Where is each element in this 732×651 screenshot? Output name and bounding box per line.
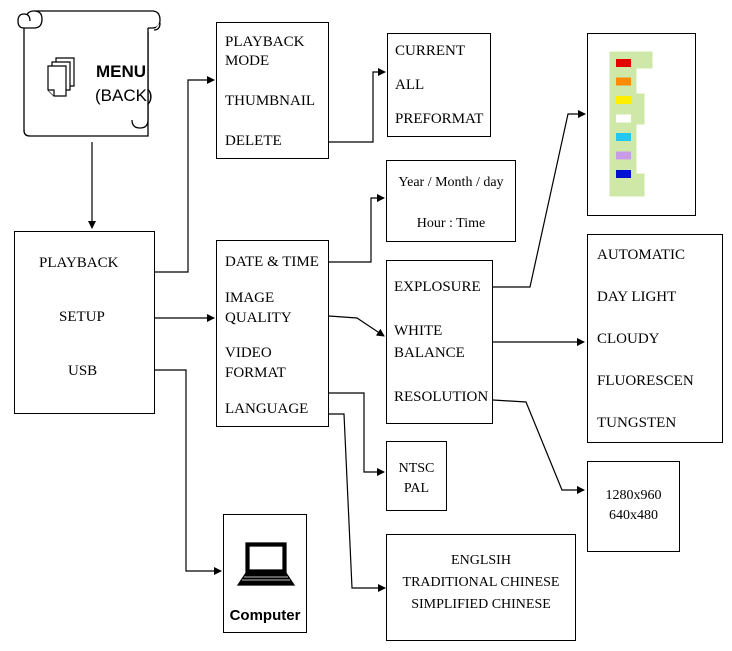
laptop-icon <box>236 542 296 586</box>
arrow-image-quality-to-options <box>328 315 385 337</box>
image-quality-exposure: EXPLOSURE <box>394 279 481 295</box>
playback-mode-line1: PLAYBACK <box>225 34 305 50</box>
computer-node: Computer <box>223 514 307 633</box>
language-option-traditional-chinese: TRADITIONAL CHINESE <box>402 575 560 590</box>
image-quality-white-balance-line2: BALANCE <box>394 345 465 361</box>
image-quality-resolution: RESOLUTION <box>394 389 489 405</box>
delete-option-preformat: PREFORMAT <box>395 111 484 127</box>
resolution-option-640x480: 640x480 <box>609 508 658 523</box>
arrow-resolution-to-options <box>492 399 585 494</box>
setup-image-quality-line1: IMAGE <box>225 290 275 306</box>
wb-option-tungsten: TUNGSTEN <box>597 415 677 431</box>
setup-date-time: DATE & TIME <box>225 254 319 270</box>
video-option-pal: PAL <box>403 481 430 496</box>
time-format-option: Hour : Time <box>416 216 486 231</box>
language-option-simplified-chinese: SIMPLIFIED CHINESE <box>411 597 551 612</box>
image-quality-white-balance-line1: WHITE <box>394 323 443 339</box>
language-option-english: ENGLSIH <box>451 553 511 568</box>
date-format-option: Year / Month / day <box>398 175 504 190</box>
setup-image-quality-line2: QUALITY <box>225 310 292 326</box>
exposure-bar <box>616 114 631 123</box>
menu-back-node: MENU (BACK) <box>14 6 164 138</box>
arrow-date-to-options <box>329 194 385 263</box>
exposure-bar <box>616 133 631 141</box>
video-option-ntsc: NTSC <box>398 461 435 476</box>
exposure-bar <box>616 151 631 160</box>
arrow-usb-to-computer <box>155 369 222 575</box>
wb-option-cloudy: CLOUDY <box>597 331 660 347</box>
playback-mode-line2: MODE <box>225 53 270 69</box>
main-menu-item-setup: SETUP <box>59 309 105 325</box>
arrow-delete-to-options <box>329 68 386 143</box>
exposure-panel <box>587 33 696 216</box>
exposure-scale-background <box>609 51 653 197</box>
setup-video-format-line1: VIDEO <box>225 345 272 361</box>
wb-option-fluorescent: FLUORESCEN <box>597 373 694 389</box>
menu-subtitle: (BACK) <box>95 86 153 105</box>
scroll-with-documents-icon <box>17 10 161 137</box>
delete-option-all: ALL <box>395 77 425 93</box>
resolution-option-1280x960: 1280x960 <box>605 488 662 503</box>
wb-option-automatic: AUTOMATIC <box>597 247 686 263</box>
wb-option-daylight: DAY LIGHT <box>597 289 677 305</box>
setup-options-box: DATE & TIME IMAGE QUALITY VIDEO FORMAT L… <box>216 240 329 427</box>
computer-label: Computer <box>229 607 301 624</box>
exposure-bar <box>616 77 631 86</box>
arrow-video-to-options <box>329 392 385 476</box>
language-options-box: ENGLSIH TRADITIONAL CHINESE SIMPLIFIED C… <box>386 534 576 641</box>
delete-options-box: CURRENT ALL PREFORMAT <box>387 33 491 137</box>
delete-option-current: CURRENT <box>395 43 466 59</box>
setup-video-format-line2: FORMAT <box>225 365 286 381</box>
main-menu-box: PLAYBACK SETUP USB <box>14 231 155 414</box>
playback-delete: DELETE <box>225 133 282 149</box>
exposure-bar <box>616 170 631 178</box>
exposure-bar <box>616 59 631 67</box>
setup-language: LANGUAGE <box>225 401 309 417</box>
main-menu-item-usb: USB <box>68 363 98 379</box>
white-balance-options-box: AUTOMATIC DAY LIGHT CLOUDY FLUORESCEN TU… <box>587 234 723 443</box>
menu-title: MENU <box>96 62 147 81</box>
exposure-scale-graphic <box>609 51 653 197</box>
date-time-options-box: Year / Month / day Hour : Time <box>386 160 516 242</box>
image-quality-options-box: EXPLOSURE WHITE BALANCE RESOLUTION <box>386 260 493 424</box>
arrow-language-to-options <box>329 413 386 592</box>
main-menu-item-playback: PLAYBACK <box>39 255 119 271</box>
playback-thumbnail: THUMBNAIL <box>225 93 315 109</box>
resolution-options-box: 1280x960 640x480 <box>587 461 680 552</box>
playback-options-box: PLAYBACK MODE THUMBNAIL DELETE <box>216 22 329 159</box>
video-format-options-box: NTSC PAL <box>386 441 447 511</box>
exposure-bar <box>616 96 631 104</box>
